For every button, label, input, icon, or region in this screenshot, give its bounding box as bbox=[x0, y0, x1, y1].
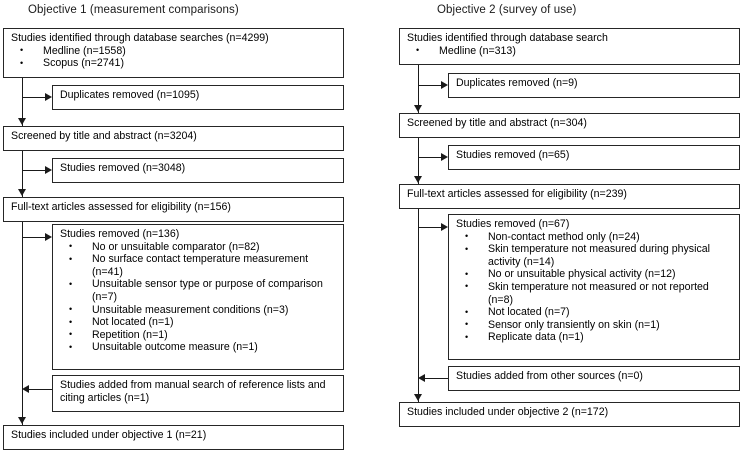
connector-vline-fulltext-included bbox=[22, 222, 24, 425]
node-headline: Duplicates removed (n=9) bbox=[456, 77, 578, 89]
list-item: No or unsuitable physical activity (n=12… bbox=[456, 268, 739, 281]
connector-vline-identified-screened bbox=[22, 78, 24, 126]
list-item: No surface contact temperature measureme… bbox=[60, 253, 343, 278]
node-screened-objective-2: Screened by title and abstract (n=304) bbox=[399, 113, 740, 138]
node-bullet-list: Medline (n=1558) Scopus (n=2741) bbox=[11, 44, 343, 70]
list-item: Not located (n=1) bbox=[60, 316, 343, 329]
node-added-objective-2: Studies added from other sources (n=0) bbox=[448, 366, 740, 391]
node-identified-objective-1: Studies identified through database sear… bbox=[3, 28, 344, 78]
list-item: Repetition (n=1) bbox=[60, 328, 343, 342]
column-title-objective-2: Objective 2 (survey of use) bbox=[437, 4, 577, 16]
connector-hline-from-added bbox=[425, 378, 448, 380]
arrow-right-icon bbox=[45, 166, 52, 174]
arrow-down-icon bbox=[18, 118, 27, 125]
node-headline: Screened by title and abstract (n=3204) bbox=[11, 130, 197, 142]
node-headline: Full-text articles assessed for eligibil… bbox=[407, 188, 627, 200]
node-fulltext-removed-objective-1: Studies removed (n=136) No or unsuitable… bbox=[52, 224, 344, 370]
connector-hline-from-added bbox=[29, 389, 52, 391]
node-bullet-list: Medline (n=313) bbox=[407, 44, 739, 58]
arrow-down-icon bbox=[414, 105, 423, 112]
list-item: Skin temperature not measured during phy… bbox=[456, 243, 739, 268]
connector-hline-to-fulltext-removed bbox=[418, 227, 444, 229]
node-screen-removed-objective-2: Studies removed (n=65) bbox=[448, 145, 740, 170]
arrow-right-icon bbox=[441, 223, 448, 231]
node-fulltext-objective-2: Full-text articles assessed for eligibil… bbox=[399, 184, 740, 209]
node-headline: Full-text articles assessed for eligibil… bbox=[11, 201, 231, 213]
connector-hline-to-duplicates bbox=[22, 97, 48, 99]
connector-vline-identified-screened bbox=[418, 65, 420, 113]
connector-vline-screened-fulltext bbox=[418, 138, 420, 184]
node-included-objective-2: Studies included under objective 2 (n=17… bbox=[399, 402, 740, 427]
arrow-right-icon bbox=[45, 233, 52, 241]
node-headline: Studies included under objective 2 (n=17… bbox=[407, 406, 609, 418]
arrow-right-icon bbox=[441, 153, 448, 161]
connector-hline-to-duplicates bbox=[418, 85, 444, 87]
list-item: Not located (n=7) bbox=[456, 306, 739, 319]
list-item: Unsuitable sensor type or purpose of com… bbox=[60, 278, 343, 303]
arrow-left-icon bbox=[22, 385, 29, 393]
node-headline: Screened by title and abstract (n=304) bbox=[407, 117, 587, 129]
list-item: Unsuitable measurement conditions (n=3) bbox=[60, 303, 343, 317]
list-item: Scopus (n=2741) bbox=[11, 57, 343, 70]
node-headline: Studies removed (n=3048) bbox=[60, 162, 186, 174]
node-identified-objective-2: Studies identified through database sear… bbox=[399, 28, 740, 65]
node-added-objective-1: Studies added from manual search of refe… bbox=[52, 375, 344, 412]
list-item: Medline (n=313) bbox=[407, 44, 739, 58]
node-headline: Studies identified through database sear… bbox=[11, 32, 269, 44]
node-fulltext-objective-1: Full-text articles assessed for eligibil… bbox=[3, 197, 344, 222]
node-headline: Studies added from other sources (n=0) bbox=[456, 370, 643, 382]
column-title-objective-1: Objective 1 (measurement comparisons) bbox=[28, 4, 239, 16]
connector-vline-screened-fulltext bbox=[22, 151, 24, 197]
arrow-right-icon bbox=[441, 81, 448, 89]
list-item: Medline (n=1558) bbox=[11, 44, 343, 58]
arrow-down-icon bbox=[414, 394, 423, 401]
node-screen-removed-objective-1: Studies removed (n=3048) bbox=[52, 158, 344, 183]
connector-vline-fulltext-included bbox=[418, 209, 420, 402]
arrow-down-icon bbox=[414, 176, 423, 183]
list-item: Non-contact method only (n=24) bbox=[456, 230, 739, 244]
node-bullet-list: No or unsuitable comparator (n=82) No su… bbox=[60, 240, 343, 354]
node-headline: Studies removed (n=136) bbox=[60, 228, 180, 240]
arrow-left-icon bbox=[418, 374, 425, 382]
list-item: No or unsuitable comparator (n=82) bbox=[60, 240, 343, 254]
arrow-down-icon bbox=[18, 189, 27, 196]
node-headline: Studies added from manual search of refe… bbox=[60, 379, 326, 404]
arrow-right-icon bbox=[45, 93, 52, 101]
connector-hline-to-screen-removed bbox=[418, 157, 444, 159]
node-screened-objective-1: Screened by title and abstract (n=3204) bbox=[3, 126, 344, 151]
arrow-down-icon bbox=[18, 417, 27, 424]
node-fulltext-removed-objective-2: Studies removed (n=67) Non-contact metho… bbox=[448, 214, 740, 360]
node-duplicates-objective-1: Duplicates removed (n=1095) bbox=[52, 85, 344, 110]
list-item: Replicate data (n=1) bbox=[456, 331, 739, 344]
node-included-objective-1: Studies included under objective 1 (n=21… bbox=[3, 425, 344, 450]
node-bullet-list: Non-contact method only (n=24) Skin temp… bbox=[456, 230, 739, 344]
list-item: Sensor only transiently on skin (n=1) bbox=[456, 318, 739, 332]
connector-hline-to-fulltext-removed bbox=[22, 237, 48, 239]
list-item: Unsuitable outcome measure (n=1) bbox=[60, 341, 343, 354]
node-headline: Studies removed (n=65) bbox=[456, 149, 570, 161]
node-headline: Studies included under objective 1 (n=21… bbox=[11, 429, 207, 441]
node-headline: Studies identified through database sear… bbox=[407, 32, 608, 44]
node-headline: Duplicates removed (n=1095) bbox=[60, 89, 200, 101]
connector-hline-to-screen-removed bbox=[22, 170, 48, 172]
node-headline: Studies removed (n=67) bbox=[456, 218, 570, 230]
node-duplicates-objective-2: Duplicates removed (n=9) bbox=[448, 73, 740, 98]
list-item: Skin temperature not measured or not rep… bbox=[456, 280, 739, 306]
